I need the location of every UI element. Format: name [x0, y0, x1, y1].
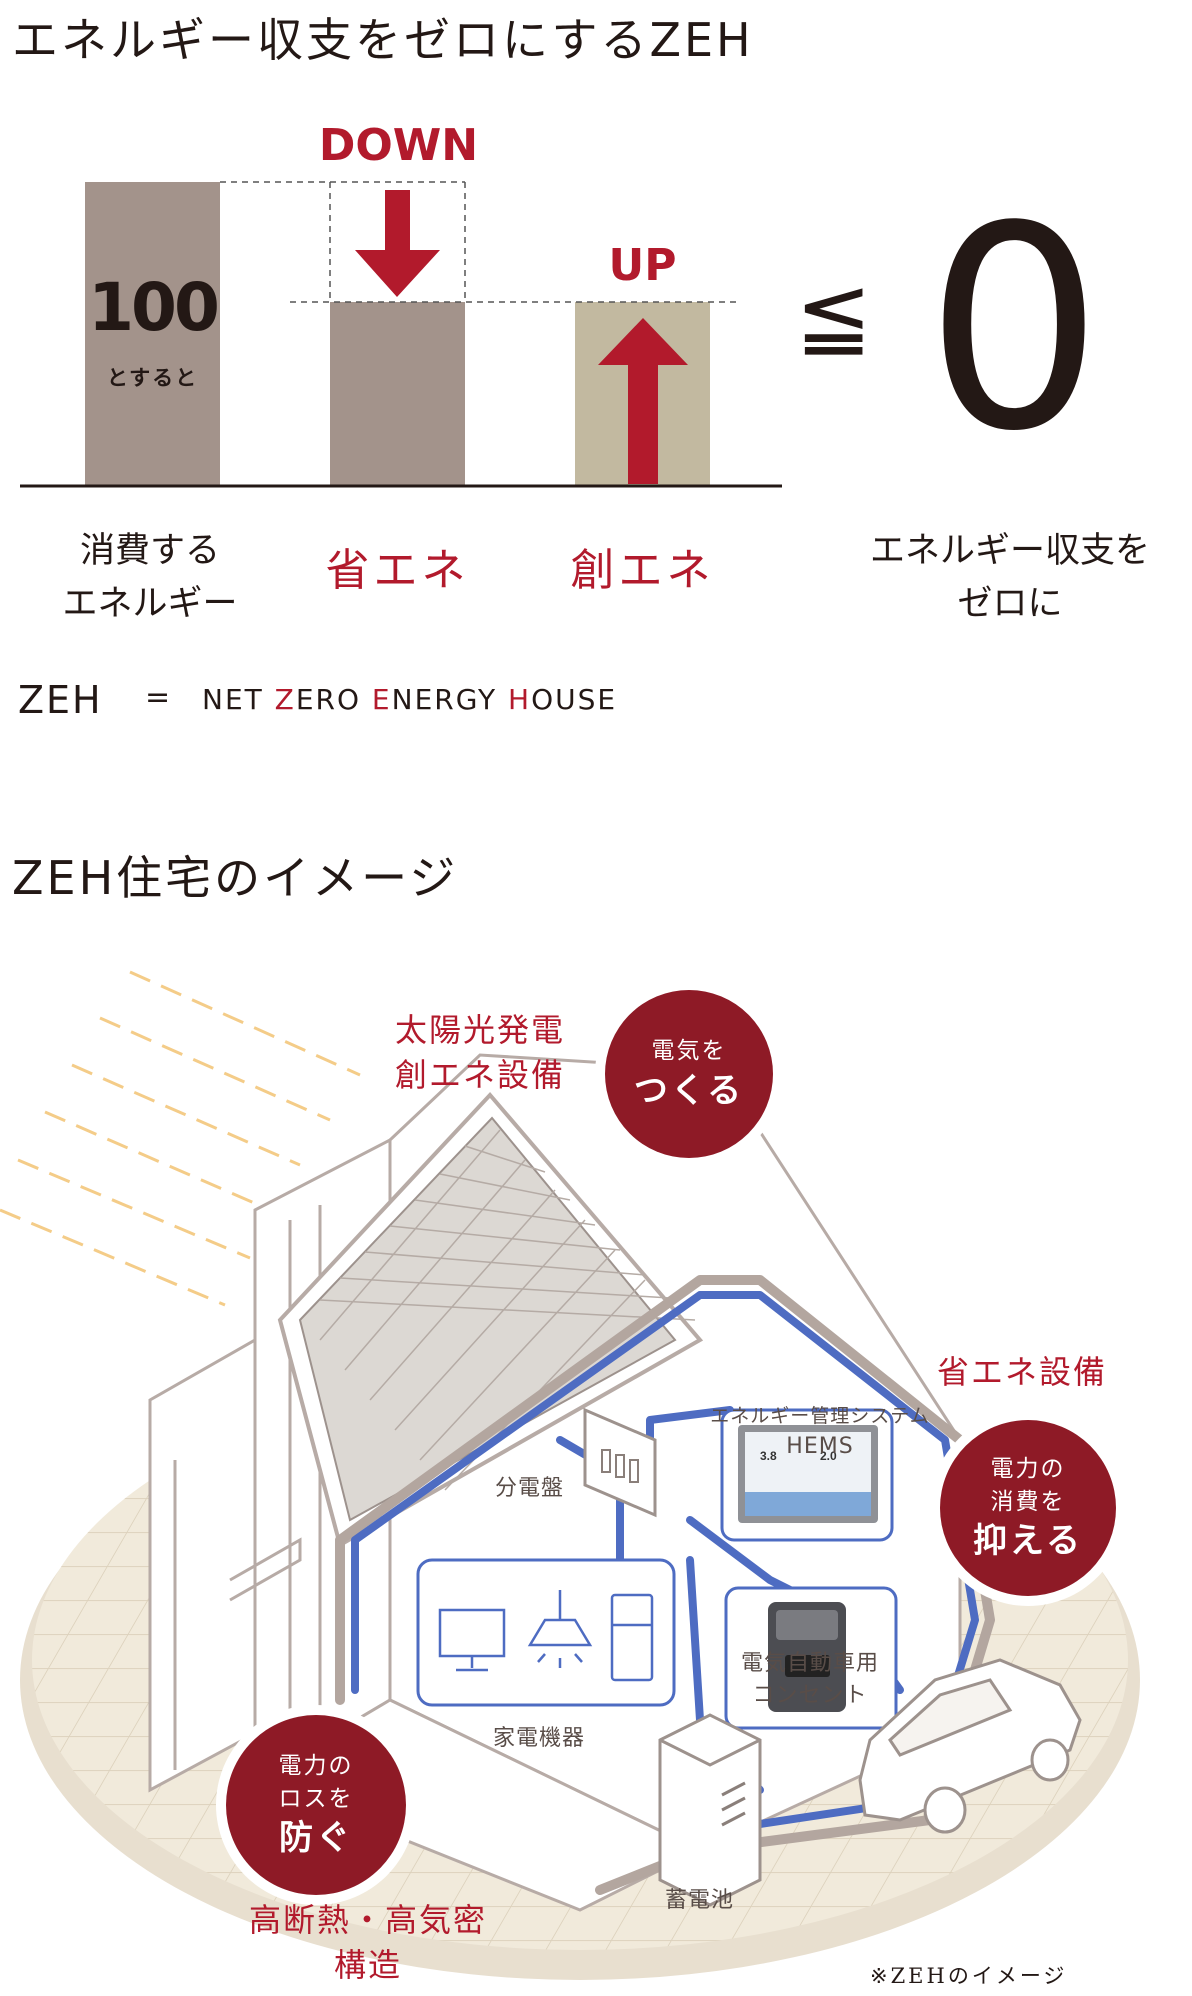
label-consume: 消費する エネルギー: [62, 531, 238, 624]
bar-note: とすると: [106, 366, 199, 390]
bar-save: [330, 302, 465, 486]
ev-charger-top: [776, 1610, 838, 1640]
zeh-def-part: Z: [274, 683, 296, 716]
zeh-def-part: ERO: [295, 683, 372, 716]
sun-rays: [0, 970, 361, 1307]
appliances-caption: 家電機器: [493, 1726, 586, 1751]
zeh-definition: NET ZERO ENERGY HOUSE: [202, 683, 617, 716]
appliances-box: [416, 1558, 676, 1707]
ev-charger-plug: [785, 1655, 830, 1677]
appliance-icons: [438, 1590, 654, 1682]
breaker-icons: [601, 1449, 639, 1483]
solar-grid: [319, 1129, 696, 1491]
up-arrow-icon: [598, 318, 688, 484]
battery-caption: 蓄電池: [665, 1888, 735, 1913]
solar-label: 太陽光発電 創エネ設備: [395, 1011, 566, 1094]
zeh-def-part: NET: [202, 683, 275, 716]
badge-reduce-consumption: 電力の 消費を 抑える: [940, 1420, 1116, 1596]
solar-panels: [298, 1116, 677, 1522]
zeh-abbr: ZEH: [18, 678, 103, 722]
distribution-board: [583, 1407, 657, 1518]
save-equipment-label: 省エネ設備: [937, 1353, 1108, 1391]
label-save: 省エネ: [325, 545, 470, 596]
distribution-board-caption: 分電盤: [495, 1476, 565, 1501]
storage-battery: [658, 1713, 762, 1907]
zeh-def-part: OUSE: [531, 683, 618, 716]
badge-prevent-loss: 電力の ロスを 防ぐ: [226, 1715, 406, 1895]
zeh-def-part: E: [371, 683, 392, 716]
badge-make-electricity: 電気を つくる: [605, 990, 773, 1158]
zero-value: 0: [925, 167, 1104, 493]
hems-value-b: 2.0: [820, 1449, 837, 1463]
zeh-balance-diagram: [20, 181, 782, 488]
zeh-def-part: NERGY: [391, 683, 509, 716]
zeh-house-illustration: 3.8 2.0: [0, 970, 1140, 1980]
hems-value-a: 3.8: [760, 1449, 777, 1463]
section2-title: ZEH住宅のイメージ: [12, 851, 459, 905]
image-note: ※ZEHのイメージ: [870, 1964, 1068, 1988]
insulation-label: 高断熱・高気密 構造: [248, 1901, 487, 1984]
label-zero: エネルギー収支を ゼロに: [869, 531, 1150, 624]
down-label: DOWN: [318, 120, 479, 171]
up-label: UP: [608, 240, 677, 291]
hems-caption: エネルギー管理システム HEMS: [710, 1405, 930, 1459]
zeh-def-part: H: [508, 683, 532, 716]
label-create: 創エネ: [570, 545, 715, 596]
section1-title: エネルギー収支をゼロにするZEH: [12, 13, 754, 67]
hems-screen-scene: [745, 1492, 871, 1516]
leq-symbol: ≦: [795, 262, 873, 369]
battery-vents: [721, 1781, 746, 1827]
bar-consume: [85, 182, 220, 486]
down-arrow-icon: [355, 190, 440, 297]
electric-car: [858, 1658, 1082, 1834]
zeh-equals: =: [145, 680, 171, 715]
fridge-icon: [610, 1593, 654, 1682]
ev-caption: 電気自動車用 コンセント: [740, 1651, 879, 1708]
bar-value: 100: [88, 269, 220, 346]
